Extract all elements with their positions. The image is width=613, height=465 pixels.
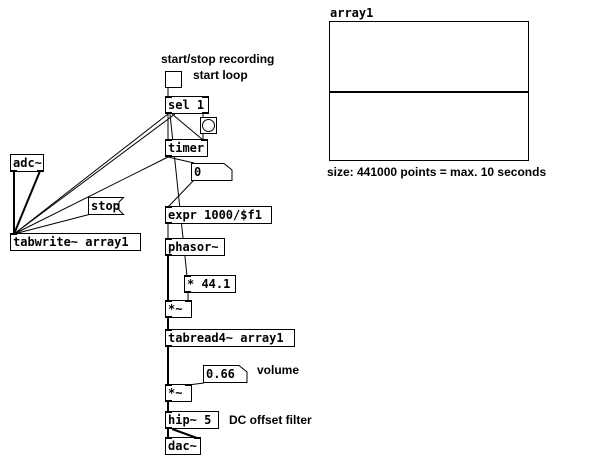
array-name-label: array1	[330, 6, 374, 20]
tabwrite-object-label: tabwrite~ array1	[13, 235, 129, 249]
signal-multiply-label: *~	[168, 302, 183, 316]
inlet	[194, 437, 201, 439]
tabread-object-label: tabread4~ array1	[168, 331, 284, 345]
sel-object[interactable]: sel 1	[165, 96, 209, 114]
outlet	[165, 400, 172, 402]
multiply-object[interactable]: * 44.1	[184, 275, 236, 293]
inlet	[185, 300, 192, 302]
outlet	[165, 254, 172, 256]
outlet	[165, 316, 172, 318]
stop-message[interactable]: stop	[88, 197, 125, 215]
volume-number-box[interactable]: 0.66	[203, 365, 248, 383]
bang-circle-icon	[202, 119, 215, 132]
multiply-object-label: * 44.1	[187, 277, 231, 291]
outlet	[202, 112, 209, 114]
inlet	[165, 437, 172, 439]
timer-number-value: 0	[194, 165, 202, 179]
array-size-comment: size: 441000 points = max. 10 seconds	[327, 165, 547, 179]
outlet	[10, 170, 17, 172]
inlet	[202, 96, 209, 98]
hip-object-label: hip~ 5	[168, 413, 212, 427]
outlet	[165, 222, 172, 224]
outlet	[165, 155, 172, 157]
inlet	[165, 384, 172, 386]
phasor-object[interactable]: phasor~	[165, 238, 225, 256]
tabwrite-object[interactable]: tabwrite~ array1	[10, 233, 141, 251]
dac-object[interactable]: dac~	[165, 437, 201, 455]
bang-button[interactable]	[200, 117, 217, 134]
start-stop-comment: start/stop recording	[161, 52, 275, 66]
number-box-outline	[191, 163, 233, 181]
number-box-outline	[203, 365, 248, 383]
tabread-object[interactable]: tabread4~ array1	[165, 329, 295, 347]
stop-message-label: stop	[91, 199, 120, 213]
array-graph[interactable]	[329, 21, 529, 161]
inlet	[165, 300, 172, 302]
inlet	[165, 411, 172, 413]
signal-multiply-object[interactable]: *~	[165, 300, 192, 318]
volume-multiply-object[interactable]: *~	[165, 384, 192, 402]
timer-number-box[interactable]: 0	[191, 163, 233, 181]
inlet	[201, 139, 208, 141]
inlet	[10, 233, 17, 235]
inlet	[165, 238, 172, 240]
outlet	[37, 170, 44, 172]
dc-offset-comment: DC offset filter	[229, 413, 312, 427]
start-toggle[interactable]	[165, 71, 182, 88]
volume-comment: volume	[257, 363, 300, 377]
array-waveform	[330, 91, 528, 93]
volume-number-value: 0.66	[206, 367, 235, 381]
inlet	[184, 275, 191, 277]
inlet	[165, 139, 172, 141]
expr-object[interactable]: expr 1000/$f1	[165, 206, 272, 224]
outlet	[165, 112, 172, 114]
inlet	[165, 96, 172, 98]
inlet	[165, 329, 172, 331]
outlet	[165, 427, 172, 429]
expr-object-label: expr 1000/$f1	[168, 208, 262, 222]
outlet	[165, 345, 172, 347]
start-loop-comment: start loop	[193, 68, 248, 82]
timer-object[interactable]: timer	[165, 139, 208, 157]
sel-object-label: sel 1	[168, 98, 205, 112]
timer-object-label: timer	[168, 141, 205, 155]
outlet	[184, 291, 191, 293]
adc-object[interactable]: adc~	[10, 154, 44, 172]
adc-object-label: adc~	[13, 156, 42, 170]
message-box-outline	[88, 197, 125, 215]
inlet	[185, 384, 192, 386]
dac-object-label: dac~	[168, 439, 197, 453]
phasor-object-label: phasor~	[168, 240, 219, 254]
inlet	[165, 206, 172, 208]
volume-multiply-label: *~	[168, 386, 183, 400]
hip-object[interactable]: hip~ 5	[165, 411, 219, 429]
